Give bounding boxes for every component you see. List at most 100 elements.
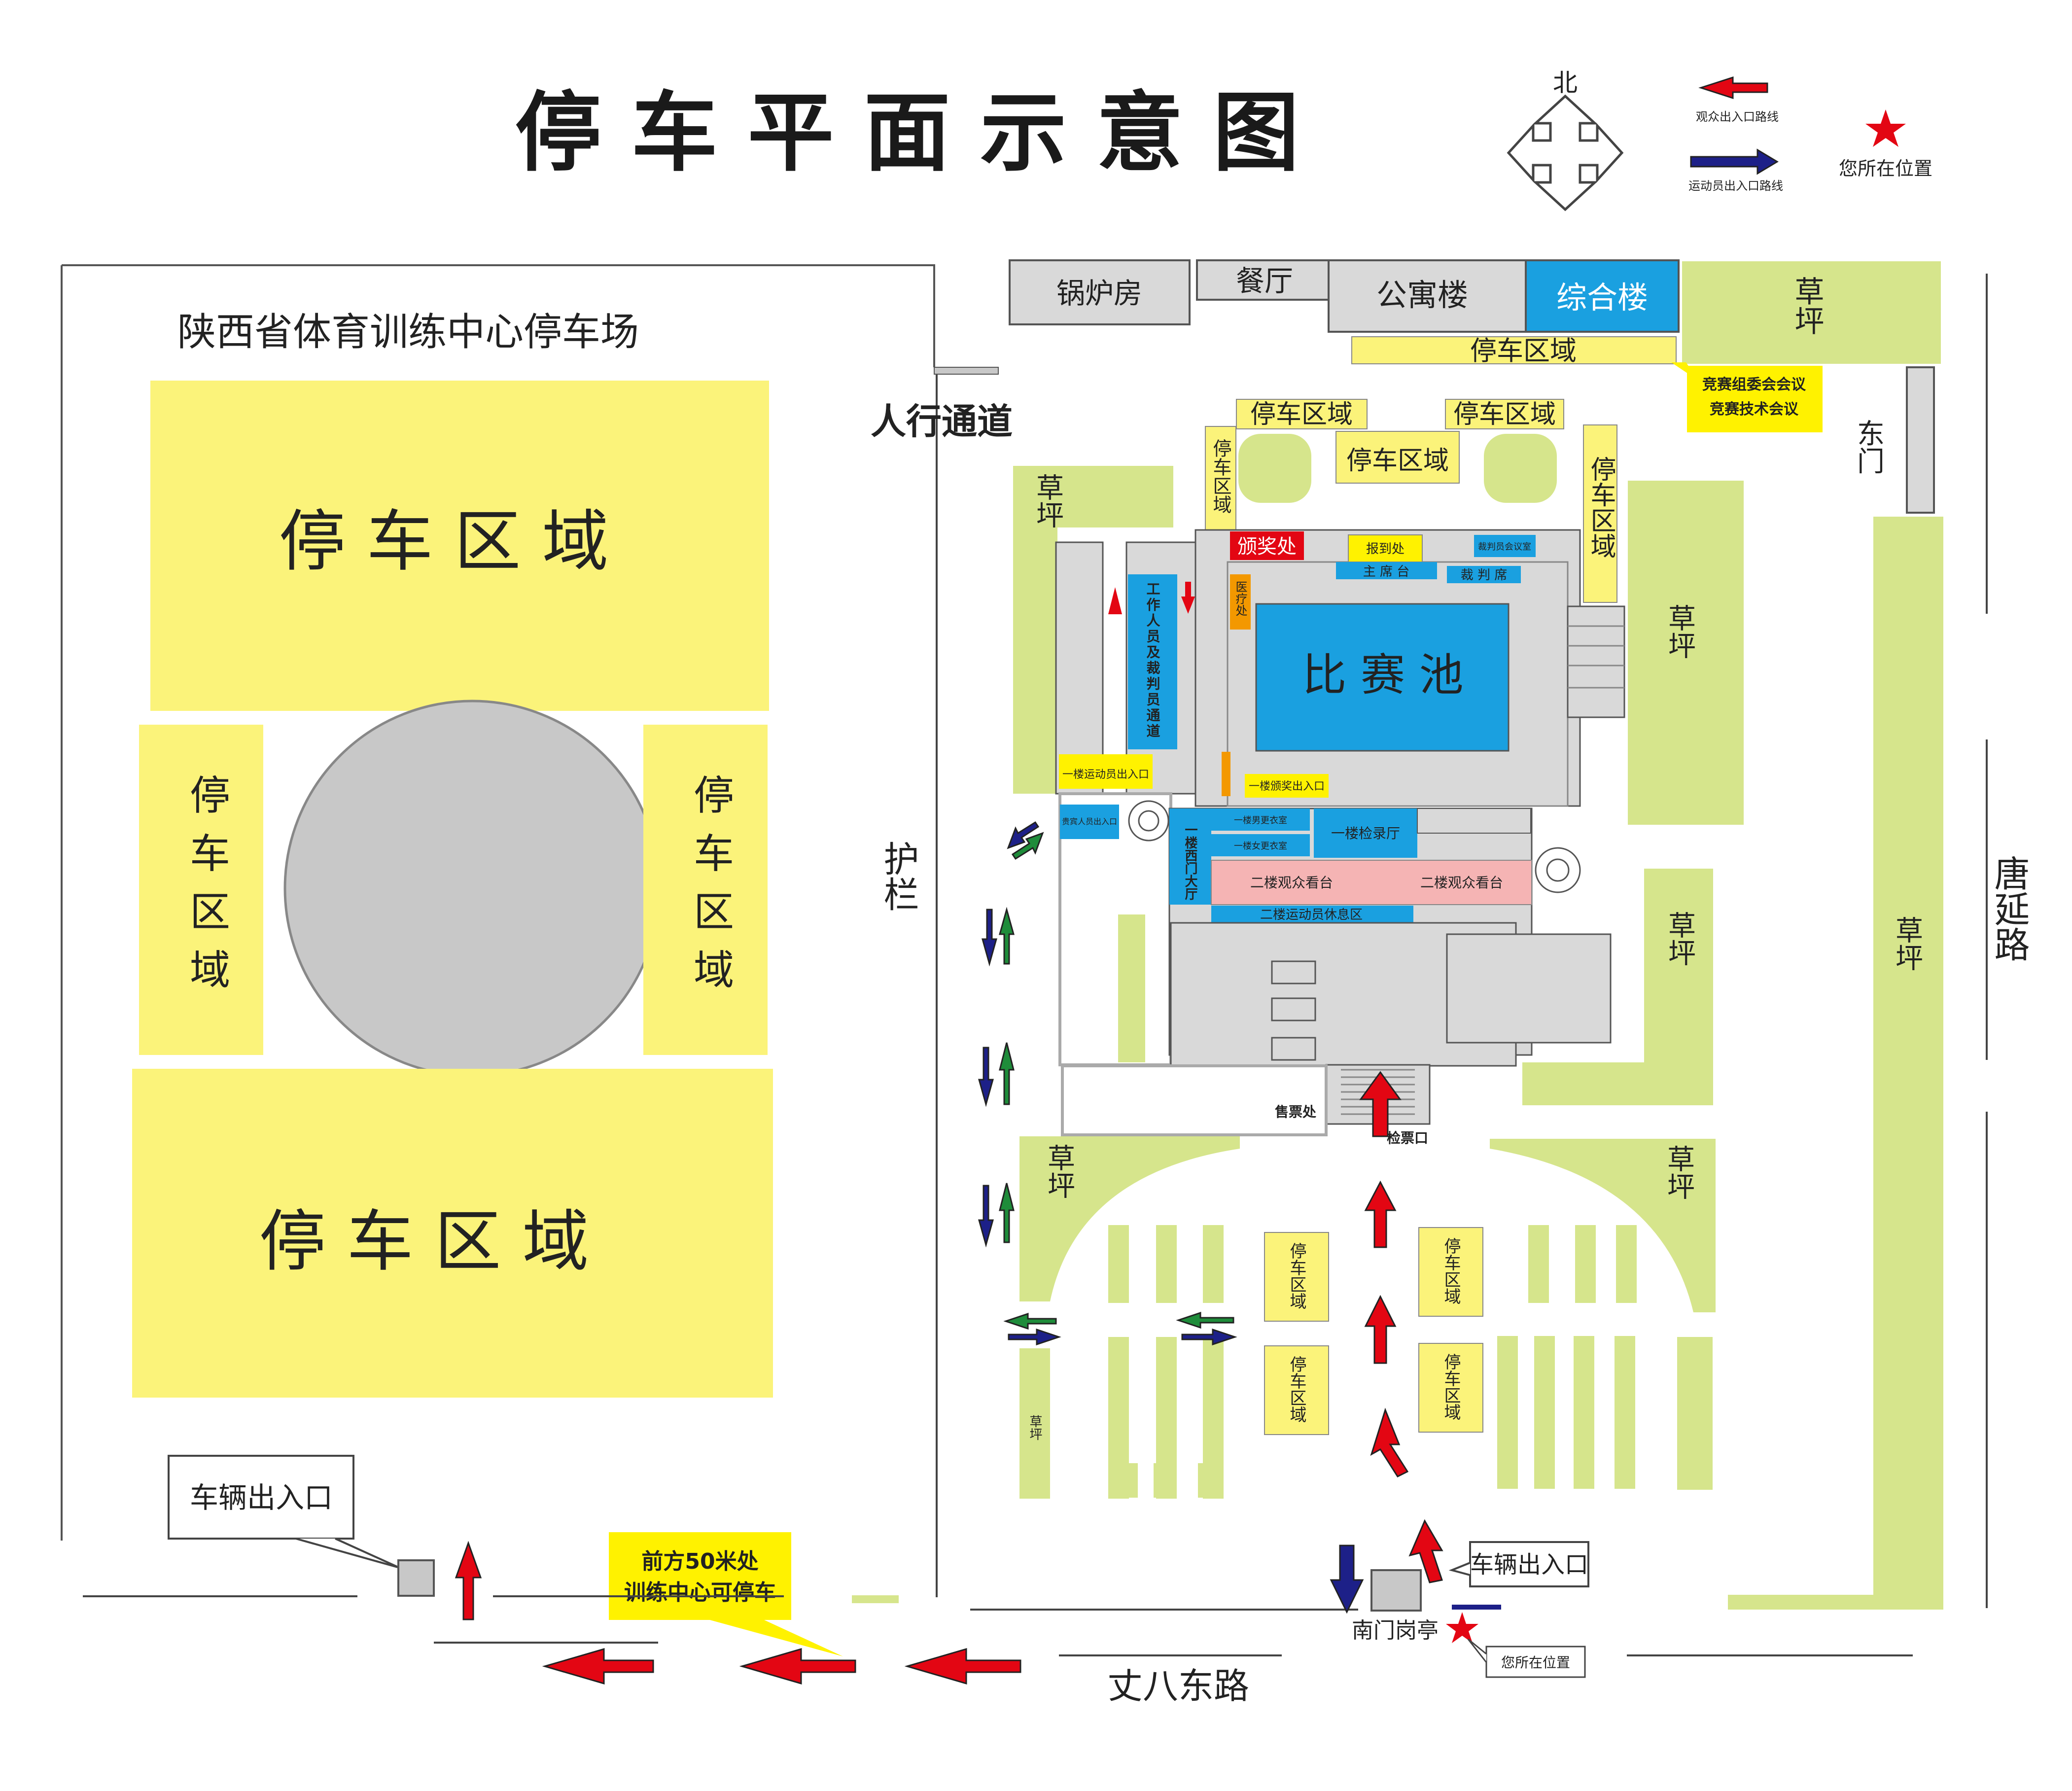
- south-vehicle-gate-callout: [1469, 1541, 1589, 1587]
- apartment-building: [1328, 259, 1527, 333]
- female-changing-room: [1211, 834, 1310, 856]
- lawn-southeast-label: 草坪: [1663, 1145, 1695, 1200]
- male-changing-room-label: 一楼男更衣室: [1234, 815, 1287, 826]
- green-arrow-diag-icon: [1011, 832, 1044, 860]
- left-parking-lot: 陕西省体育训练中心停车场 停 车 区 域 停车区域 停车区域 停 车 区 域 车…: [61, 264, 935, 1656]
- lawn-east-mid: [1628, 481, 1744, 825]
- referee-seats-label: 裁 判 席: [1461, 568, 1508, 583]
- legend-athlete-route: 运动员出入口路线: [1688, 179, 1783, 193]
- south-parking-4-label: 停车区域: [1441, 1353, 1461, 1420]
- parking-zone-left: [139, 725, 263, 1055]
- complex-building-label: 综合楼: [1556, 280, 1648, 316]
- legend-blue-arrow-icon: [1690, 148, 1779, 175]
- award-entrance: [1245, 774, 1329, 798]
- spectator-stand-b-label: 二楼观众看台: [1420, 875, 1503, 891]
- presidium-label: 主 席 台: [1363, 564, 1410, 579]
- vehicle-gate-booth: [397, 1559, 435, 1597]
- complex-building: [1525, 259, 1680, 333]
- west-hall: [1169, 808, 1211, 905]
- green-arrow-up-2-icon: [999, 1042, 1015, 1105]
- red-arrow-north-gate-icon: [455, 1541, 482, 1620]
- spectator-stand: [1211, 860, 1532, 905]
- ticket-office-label: 售票处: [1275, 1104, 1316, 1120]
- registration-desk-label: 报到处: [1366, 542, 1405, 557]
- check-in-hall: [1314, 808, 1417, 858]
- south-gate-booth-label: 南门岗亭: [1352, 1618, 1439, 1643]
- navy-arrow-down-1-icon: [982, 909, 997, 967]
- lawn-east-mid-label: 草坪: [1664, 604, 1696, 659]
- gate-bar: [934, 367, 999, 375]
- award-office: [1230, 531, 1304, 560]
- red-arrow-west-3-icon: [904, 1648, 1021, 1685]
- navy-arrow-down-3-icon: [978, 1185, 994, 1248]
- lawn-far-east: [1873, 517, 1943, 1609]
- lawn-northeast: [1682, 261, 1941, 364]
- parking-zone-right: [643, 725, 768, 1055]
- north-parking-strip: [1351, 336, 1677, 364]
- red-arrow-north-4-icon: [1408, 1519, 1443, 1583]
- south-parking-1-label: 停车区域: [1287, 1242, 1306, 1309]
- legend-spectator-route: 观众出入口路线: [1696, 110, 1779, 124]
- athlete-entrance-label: 一楼运动员出入口: [1062, 769, 1149, 781]
- guest-entrance: [1060, 805, 1119, 839]
- meeting-callout-line2: 竞赛技术会议: [1710, 401, 1799, 418]
- legend: 观众出入口路线 运动员出入口路线 您所在位置: [1688, 76, 1932, 193]
- athlete-lounge: [1211, 906, 1413, 923]
- female-changing-room-label: 一楼女更衣室: [1234, 841, 1287, 851]
- parking-zone-bottom: [132, 1069, 773, 1398]
- venue-parking-a-label: 停车区域: [1250, 400, 1353, 429]
- canteen: [1196, 259, 1331, 301]
- venue-area: 草坪 草坪 草坪 草坪 停车区域 停车区域 停车区域 停车区域 停车区域 颁奖处: [1013, 399, 1943, 1610]
- lawn-west-top: [1013, 466, 1173, 527]
- south-parking-3-label: 停车区域: [1287, 1356, 1306, 1423]
- green-arrow-west-2-icon: [1176, 1311, 1234, 1329]
- green-arrow-up-1-icon: [999, 907, 1015, 965]
- lawn-southwest-label: 草坪: [1043, 1144, 1075, 1199]
- venue-parking-c-label: 停车区域: [1346, 446, 1449, 476]
- lawn-southeast-arc: [1490, 1139, 1716, 1312]
- green-arrow-west-1-icon: [1003, 1312, 1057, 1330]
- road-lines: [83, 274, 1988, 1656]
- athlete-lounge-label: 二楼运动员休息区: [1260, 908, 1363, 922]
- legend-star-icon: [1865, 109, 1906, 147]
- ticket-check-label: 检票口: [1387, 1130, 1428, 1146]
- medical-office: [1230, 574, 1251, 630]
- referee-meeting-room-label: 裁判员会议室: [1478, 542, 1531, 552]
- entrance-arrow-icon: [1359, 1071, 1402, 1137]
- parking-notice: [609, 1532, 791, 1620]
- venue-parking-b: [1445, 399, 1564, 429]
- north-buildings: 锅炉房 餐厅 公寓楼 综合楼 草坪 停车区域 竞赛组委会会议 竞赛技术会议 东门: [1009, 259, 1941, 514]
- south-parking-4: [1418, 1343, 1483, 1433]
- south-vehicle-gate-label: 车辆出入口: [1470, 1551, 1588, 1579]
- lawn-northeast-label: 草坪: [1790, 276, 1824, 335]
- award-entrance-label: 一楼颁奖出入口: [1249, 780, 1325, 793]
- west-hall-label: 一楼西门大厅: [1183, 823, 1197, 900]
- red-arrow-north-2-icon: [1364, 1295, 1397, 1364]
- south-gate-booth: [1370, 1569, 1422, 1612]
- lawn-small-strip-label: 草坪: [1027, 1415, 1042, 1440]
- compass-north-label: 北: [1553, 69, 1578, 97]
- lawn-small-strip: [1019, 1350, 1050, 1499]
- red-arrow-north-1-icon: [1364, 1180, 1397, 1248]
- lawn-east-south-strip: [1728, 1595, 1943, 1610]
- compass-arrows-icon: [1507, 94, 1624, 211]
- staff-channel: [1128, 574, 1177, 749]
- lawn-southwest-arc: [1019, 1136, 1240, 1301]
- medical-office-label: 医疗处: [1233, 581, 1247, 616]
- venue-parking-c: [1335, 431, 1460, 484]
- competition-pool: [1255, 603, 1510, 752]
- presidium: [1336, 562, 1437, 579]
- left-lot-name: 陕西省体育训练中心停车场: [177, 310, 639, 354]
- lawn-far-east-label: 草坪: [1891, 916, 1923, 971]
- guest-entrance-label: 贵宾人员出入口: [1062, 817, 1117, 826]
- parking-zone-top-label: 停 车 区 域: [279, 503, 609, 580]
- road-south-label: 丈八东路: [1107, 1665, 1249, 1707]
- south-road-dash: [852, 1595, 899, 1603]
- apartment-building-label: 公寓楼: [1376, 277, 1468, 313]
- pedestrian-path-label: 人行通道: [871, 401, 1013, 442]
- you-are-here-star-icon: [1446, 1612, 1478, 1643]
- venue-parking-a: [1236, 399, 1368, 429]
- parking-notice-line1: 前方50米处: [641, 1549, 758, 1574]
- parking-zone-bottom-label: 停 车 区 域: [259, 1203, 589, 1280]
